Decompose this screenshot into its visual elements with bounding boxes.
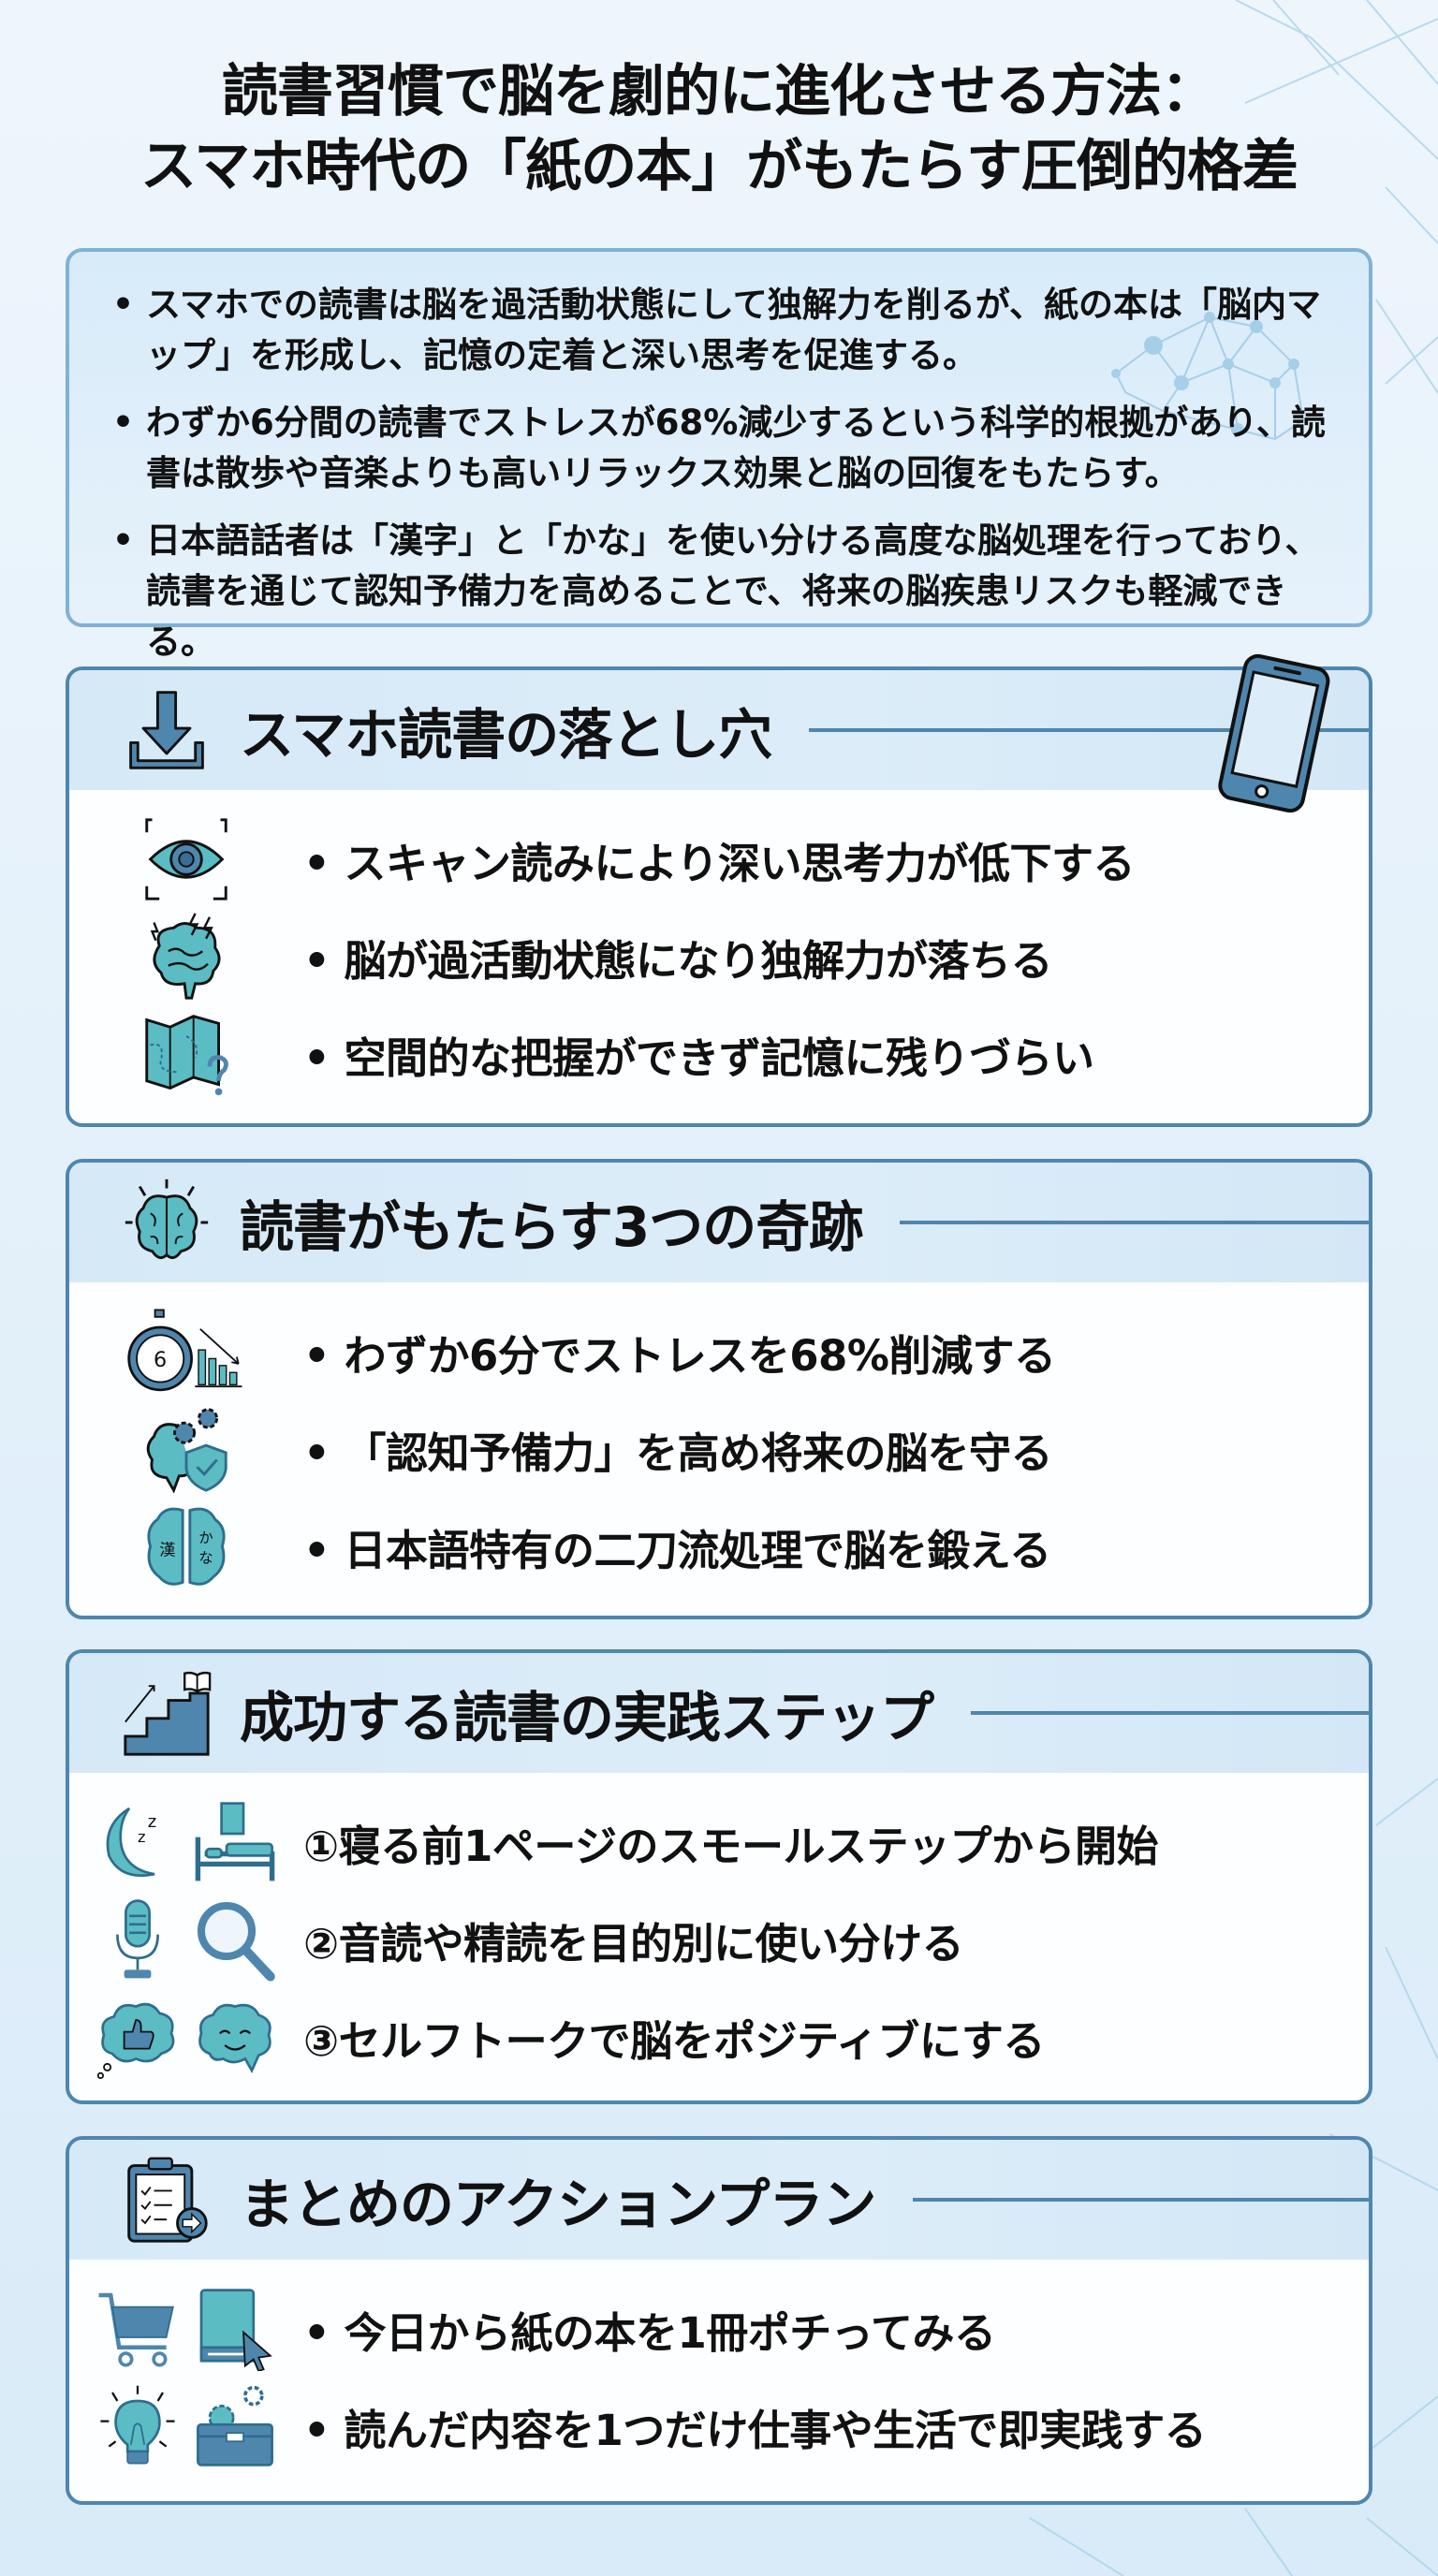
svg-text:か: か [198, 1530, 213, 1546]
item-text: 脳が過活動状態になり独解力が落ちる [303, 927, 1052, 988]
book-cursor-icon [199, 2289, 272, 2371]
list-item: 空間的な把握ができず記憶に残りづらい [69, 1005, 1369, 1103]
list-item: 「認知予備力」を高め将来の脳を守る [69, 1400, 1369, 1498]
stopwatch-chart-icon: 6 [127, 1309, 242, 1392]
section-header: 読書がもたらす3つの奇跡 [69, 1163, 1369, 1282]
section-title: 成功する読書の実践ステップ [240, 1686, 934, 1749]
microphone-icon [116, 1899, 159, 1979]
section-action-plan: まとめのアクションプラン 今日から紙の本を1冊ポチってみる [66, 2136, 1372, 2505]
item-text: わずか6分でストレスを68%削減する [303, 1322, 1056, 1383]
svg-text:z: z [148, 1812, 156, 1832]
bed-book-icon [195, 1802, 275, 1881]
svg-text:6: 6 [154, 1348, 167, 1372]
item-text: 読んだ内容を1つだけ仕事や生活で即実践する [303, 2396, 1206, 2457]
list-item: 今日から紙の本を1冊ポチってみる [69, 2280, 1369, 2378]
summary-box: スマホでの読書は脳を過活動状態にして独解力を削るが、紙の本は「脳内マップ」を形成… [66, 248, 1372, 662]
item-text: ①寝る前1ページのスモールステップから開始 [303, 1821, 1159, 1871]
eye-scan-icon [145, 818, 227, 900]
header-rule [809, 728, 1369, 732]
stressed-brain-icon [150, 913, 221, 1000]
list-item: スキャン読みにより深い思考力が低下する [69, 811, 1369, 908]
summary-list: スマホでの読書は脳を過活動状態にして独解力を削るが、紙の本は「脳内マップ」を形成… [112, 280, 1331, 667]
svg-text:z: z [138, 1828, 146, 1846]
shopping-cart-icon [98, 2292, 174, 2367]
magnifier-icon [197, 1901, 275, 1982]
item-text: 「認知予備力」を高め将来の脳を守る [303, 1419, 1052, 1480]
item-text: 日本語特有の二刀流処理で脳を鍛える [303, 1516, 1051, 1577]
header-rule [900, 1221, 1369, 1224]
map-question-icon [145, 1015, 228, 1096]
item-text: 今日から紙の本を1冊ポチってみる [303, 2299, 996, 2360]
item-text: ②音読や精読を目的別に使い分ける [303, 1918, 964, 1969]
item-text: 空間的な把握ができず記憶に残りづらい [303, 1024, 1094, 1085]
summary-item: わずか6分間の読書でストレスが68%減少するという科学的根拠があり、読書は散歩や… [112, 398, 1331, 499]
clipboard-checklist-icon [127, 2157, 208, 2243]
section-title: スマホ読書の落とし穴 [240, 703, 772, 767]
item-text: ③セルフトークで脳をポジティブにする [303, 2015, 1045, 2066]
section-header: まとめのアクションプラン [69, 2140, 1369, 2260]
download-arrow-icon [129, 691, 204, 769]
svg-text:な: な [198, 1549, 213, 1566]
page-title: 読書習慣で脳を劇的に進化させる方法： スマホ時代の「紙の本」がもたらす圧倒的格差 [0, 54, 1438, 204]
section-header: スマホ読書の落とし穴 [69, 670, 1369, 790]
title-line-1: 読書習慣で脳を劇的に進化させる方法： [222, 59, 1217, 124]
list-item: 読んだ内容を1つだけ仕事や生活で即実践する [69, 2378, 1369, 2475]
section-title: まとめのアクションプラン [240, 2173, 876, 2236]
stairs-book-icon [124, 1671, 212, 1756]
list-item: 6 わずか6分でストレスを68%削減する [69, 1303, 1369, 1400]
brain-gear-shield-icon [146, 1408, 227, 1494]
section-title: 読書がもたらす3つの奇跡 [240, 1195, 863, 1259]
header-rule [971, 1711, 1369, 1715]
summary-item: スマホでの読書は脳を過活動状態にして独解力を削るが、紙の本は「脳内マップ」を形成… [112, 280, 1331, 381]
list-item: 脳が過活動状態になり独解力が落ちる [69, 908, 1369, 1005]
list-item: ③セルフトークで脳をポジティブにする [69, 1988, 1369, 2086]
moon-sleep-icon: z z [106, 1807, 156, 1878]
summary-item: 日本語話者は「漢字」と「かな」を使い分ける高度な脳処理を行っており、読書を通じて… [112, 516, 1331, 667]
section-reading-miracles: 読書がもたらす3つの奇跡 6 わずか6分でストレスを68%削減する [66, 1159, 1372, 1619]
thumbs-up-bubble-icon [96, 2002, 175, 2079]
section-header: 成功する読書の実践ステップ [69, 1653, 1369, 1773]
list-item: z z ①寝る前1ページのスモールステップから開始 [69, 1793, 1369, 1891]
section-smartphone-pitfalls: スマホ読書の落とし穴 スキャン読みにより深い思考力が低下する [66, 653, 1372, 1127]
title-line-2: スマホ時代の「紙の本」がもたらす圧倒的格差 [140, 134, 1299, 199]
list-item: ②音読や精読を目的別に使い分ける [69, 1891, 1369, 1988]
smiling-brain-icon [198, 2003, 271, 2073]
lightbulb-icon [100, 2385, 175, 2465]
smartphone-icon [1218, 653, 1330, 812]
glowing-brain-icon [125, 1178, 209, 1260]
header-rule [913, 2198, 1369, 2202]
svg-text:漢: 漢 [159, 1542, 175, 1560]
toolbox-gear-icon [197, 2385, 273, 2466]
kanji-kana-brain-icon: 漢 か な [147, 1507, 226, 1586]
item-text: スキャン読みにより深い思考力が低下する [303, 829, 1135, 890]
list-item: 漢 か な 日本語特有の二刀流処理で脳を鍛える [69, 1498, 1369, 1595]
section-practice-steps: 成功する読書の実践ステップ z z ①寝る前1ページのスモールステップから開始 [66, 1649, 1372, 2104]
